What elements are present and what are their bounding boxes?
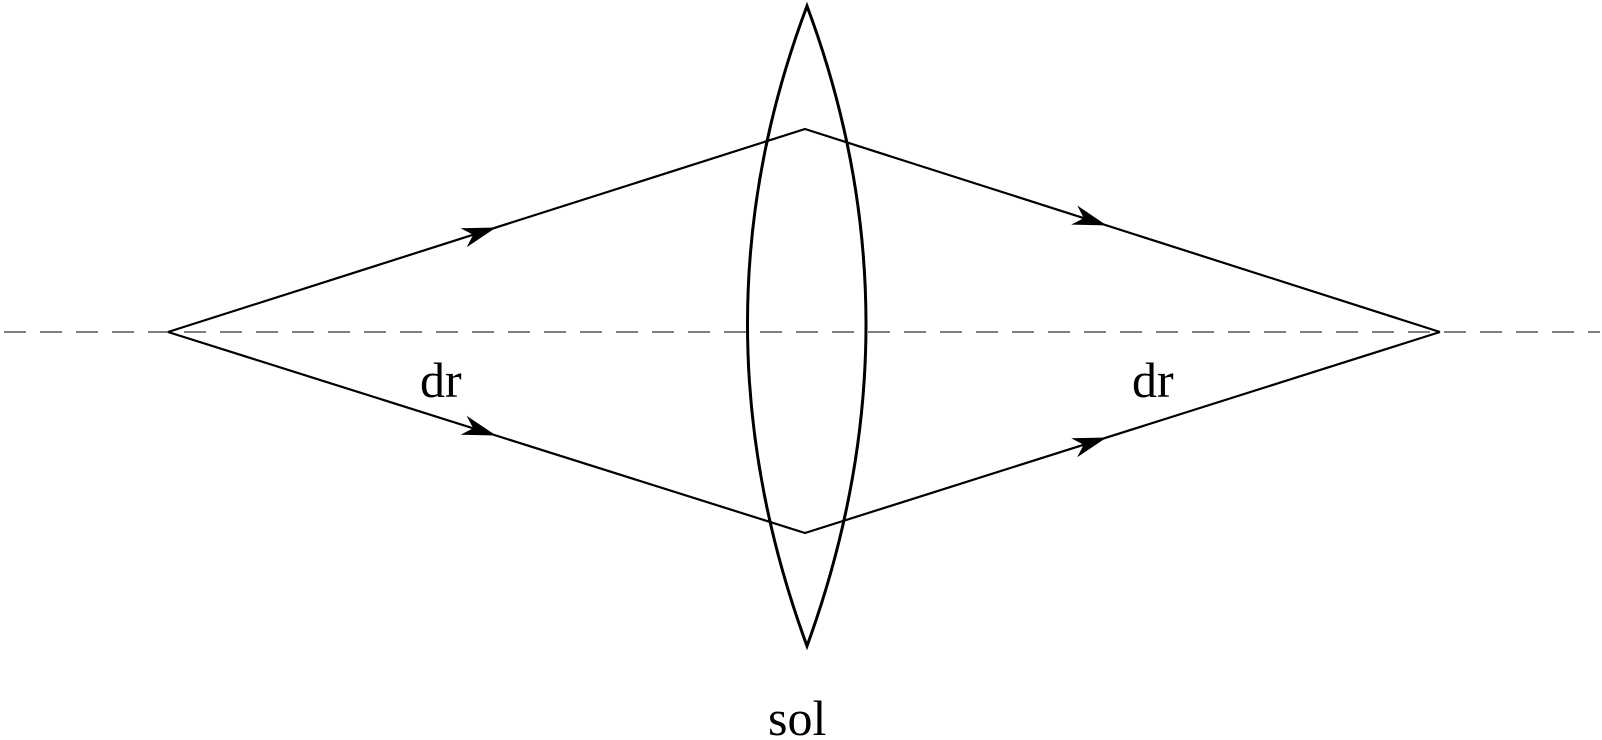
arrowhead-lower-left xyxy=(460,415,497,436)
arrowhead-upper-left xyxy=(460,227,497,248)
right-medium-label: dr xyxy=(1132,352,1174,408)
arrowhead-lower-right xyxy=(1071,437,1107,458)
lens-label: sol xyxy=(768,690,826,740)
left-medium-label: dr xyxy=(420,352,462,408)
upper-ray xyxy=(167,127,1441,334)
lower-ray xyxy=(167,330,1441,535)
lens-outline xyxy=(746,1,868,651)
arrowhead-upper-right xyxy=(1071,205,1107,226)
ray-arrowheads xyxy=(460,205,1107,458)
